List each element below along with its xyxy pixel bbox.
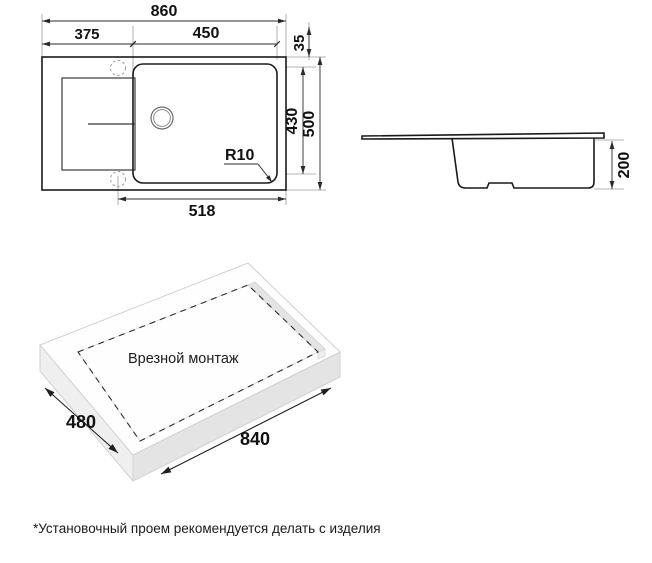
cutout-dashed-outline [77, 284, 319, 442]
dimension-450-label: 450 [193, 25, 220, 42]
cutout-wall-corner [317, 348, 326, 360]
radius-callout: R10 [224, 147, 273, 183]
countertop-edge-top-left [39, 262, 249, 346]
sink-outline [41, 56, 287, 191]
sink-bowl [132, 63, 278, 184]
dimension-bowl-depth: 430 [284, 67, 306, 174]
dimension-200-label: 200 [616, 152, 633, 179]
dimension-cutout-depth: 480 [44, 387, 119, 454]
dimension-480-label: 480 [66, 412, 96, 432]
dimension-overall-depth: 500 [301, 57, 323, 190]
dimension-bowl-height: 200 [594, 139, 633, 190]
installation-type-label: Врезной монтаж [128, 351, 239, 367]
section-view-group: 200 [361, 132, 633, 190]
dimension-drainboard-width: 375 [42, 26, 137, 48]
dimension-518-label: 518 [189, 203, 216, 220]
plan-view-group: 860 375 450 35 430 [41, 3, 326, 220]
dimension-bowl-width: 450 [129, 25, 281, 48]
drain-hole-inner-icon [153, 109, 171, 127]
tap-hole-marker-bottom-icon [110, 171, 126, 187]
dimension-bowl-offset: 518 [118, 196, 286, 220]
dimension-overall-width: 860 [42, 3, 286, 24]
installation-view-group: Врезной монтаж 480 840 [39, 262, 341, 483]
tap-hole-marker-top-icon [110, 60, 126, 76]
dimension-430-label: 430 [284, 108, 301, 135]
dimension-500-label: 500 [301, 111, 318, 138]
drain-hole-icon [150, 106, 174, 130]
dimension-rim-offset: 35 [291, 27, 312, 57]
dimension-860-label: 860 [151, 3, 178, 20]
dimension-cutout-width: 840 [160, 387, 332, 475]
dimension-840-label: 840 [240, 429, 270, 449]
radius-r10-label: R10 [225, 147, 254, 164]
countertop-edge-top-right [247, 262, 341, 353]
dimension-35-label: 35 [291, 35, 308, 52]
footnote-text: *Установочный проем рекомендуется делать… [33, 521, 381, 536]
section-bowl-profile [451, 137, 595, 189]
dimension-375-label: 375 [74, 26, 99, 43]
section-rim [361, 132, 605, 140]
